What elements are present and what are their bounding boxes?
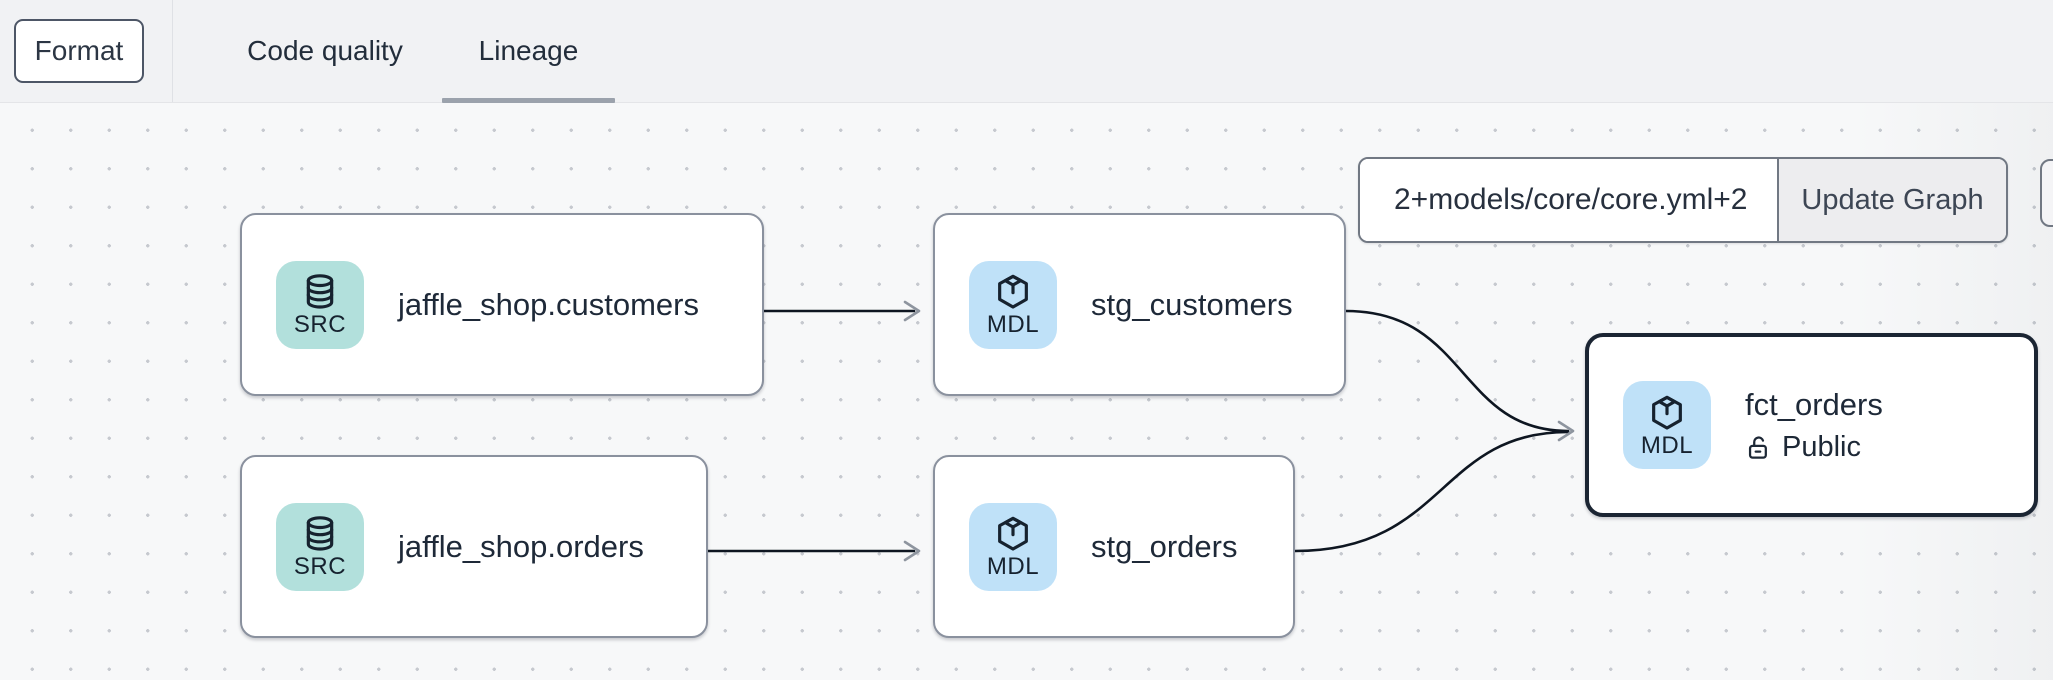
edge-stg-orders-to-fct bbox=[1293, 430, 1570, 553]
tab-lineage-label: Lineage bbox=[478, 35, 579, 66]
tab-code-quality[interactable]: Code quality bbox=[213, 0, 437, 102]
update-graph-button[interactable]: Update Graph bbox=[1777, 159, 2006, 241]
lineage-canvas[interactable]: SRC jaffle_shop.customers MDL stg_custom… bbox=[0, 103, 2053, 680]
node-label: stg_orders bbox=[1091, 528, 1238, 564]
arrowhead-icon bbox=[903, 540, 921, 562]
badge-label: SRC bbox=[293, 311, 347, 338]
model-badge: MDL bbox=[1623, 381, 1711, 469]
model-badge: MDL bbox=[969, 260, 1057, 349]
node-jaffle-shop-orders[interactable]: SRC jaffle_shop.orders bbox=[240, 455, 708, 638]
node-jaffle-shop-customers[interactable]: SRC jaffle_shop.customers bbox=[240, 213, 764, 396]
badge-label: MDL bbox=[986, 311, 1040, 338]
source-badge: SRC bbox=[276, 260, 364, 349]
edge-stg-customers-to-fct bbox=[1344, 309, 1570, 433]
badge-label: SRC bbox=[293, 553, 347, 580]
node-fct-orders[interactable]: MDL fct_orders Public bbox=[1585, 333, 2038, 517]
selector-group: Update Graph bbox=[1358, 157, 2008, 243]
node-label: jaffle_shop.orders bbox=[398, 528, 644, 564]
access-label: Public bbox=[1782, 430, 1861, 463]
access-row: Public bbox=[1745, 431, 1883, 464]
arrowhead-icon bbox=[1557, 420, 1575, 442]
node-label: fct_orders bbox=[1745, 386, 1883, 422]
toolbar: Format Code quality Lineage bbox=[0, 0, 2053, 103]
database-icon bbox=[306, 274, 334, 309]
lineage-edges bbox=[706, 300, 1575, 562]
node-stg-customers[interactable]: MDL stg_customers bbox=[933, 213, 1346, 396]
node-stg-orders[interactable]: MDL stg_orders bbox=[933, 455, 1295, 638]
toolbar-divider bbox=[172, 0, 173, 102]
tab-lineage[interactable]: Lineage bbox=[442, 0, 615, 103]
cube-icon bbox=[998, 516, 1028, 551]
badge-label: MDL bbox=[986, 553, 1040, 580]
active-tab-underline bbox=[442, 98, 615, 103]
tab-code-quality-label: Code quality bbox=[247, 35, 403, 66]
format-button[interactable]: Format bbox=[14, 19, 144, 83]
node-text-column: fct_orders Public bbox=[1745, 387, 1883, 464]
unlock-icon bbox=[1748, 435, 1767, 459]
arrowhead-icon bbox=[903, 300, 921, 322]
database-icon bbox=[306, 516, 334, 551]
cube-icon bbox=[1652, 395, 1682, 430]
model-badge: MDL bbox=[969, 502, 1057, 591]
badge-label: MDL bbox=[1640, 431, 1694, 459]
clipped-edge-button[interactable] bbox=[2040, 159, 2053, 227]
node-label: jaffle_shop.customers bbox=[398, 286, 699, 322]
model-selector-input[interactable] bbox=[1360, 159, 1777, 241]
node-label: stg_customers bbox=[1091, 286, 1293, 322]
source-badge: SRC bbox=[276, 502, 364, 591]
cube-icon bbox=[998, 274, 1028, 309]
